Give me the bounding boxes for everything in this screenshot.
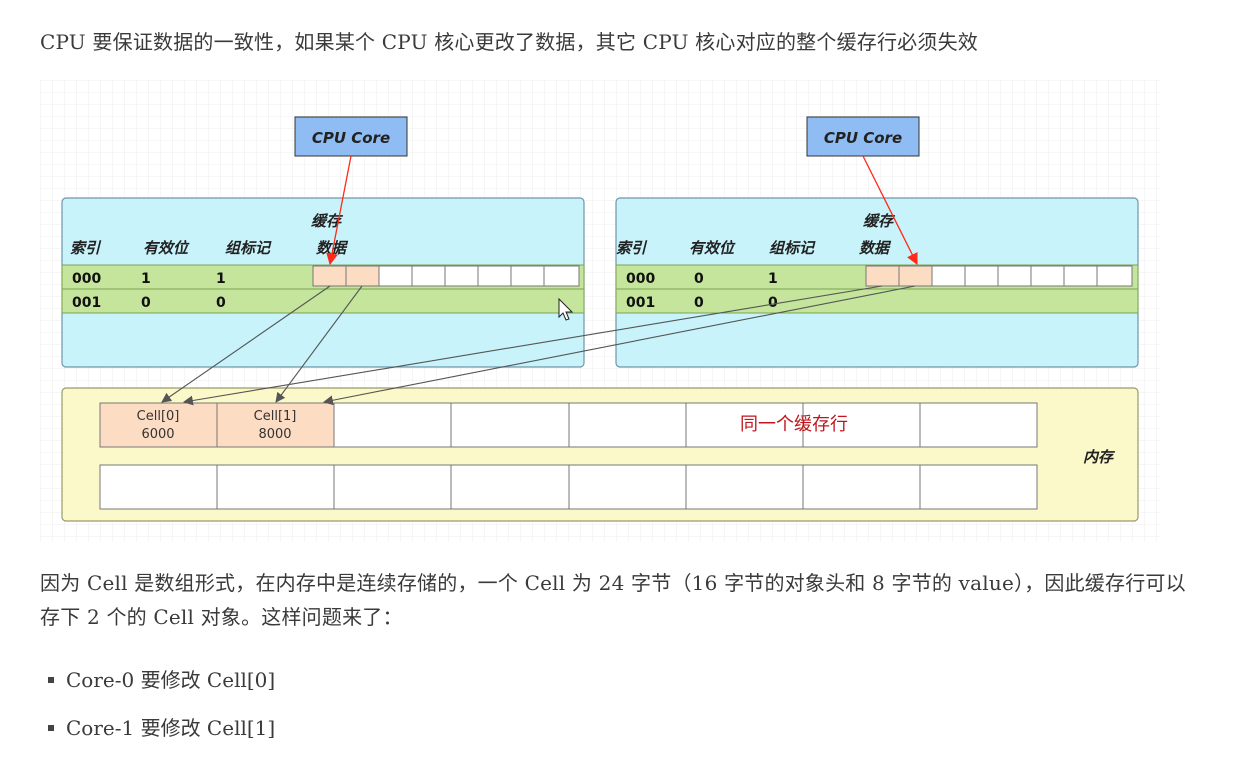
right-cache-to-cell1-arrow [323, 285, 916, 406]
bullet-text-core0: Core-0 要修改 Cell[0] [66, 668, 276, 692]
same-cache-line-label: 同一个缓存行 [740, 414, 848, 435]
cell0-value: 6000 [141, 427, 174, 442]
left-row1-tag: 0 [216, 295, 226, 311]
memory-block: Cell[0] 6000 Cell[1] 8000 同一个缓存行 内存 [61, 387, 1139, 522]
bullet-item-core1: Core-1 要修改 Cell[1] [48, 712, 275, 741]
intro-text: CPU 要保证数据的一致性，如果某个 CPU 核心更改了数据，其它 CPU 核心… [40, 30, 978, 54]
left-cache-to-cell0-arrow [161, 285, 331, 403]
left-row0-valid: 1 [141, 271, 151, 287]
core-left-to-cache-arrow [326, 155, 352, 266]
right-cache-to-cell0-arrow [183, 285, 883, 406]
cache-right-title: 缓存 [863, 212, 896, 230]
cache-left-title: 缓存 [311, 212, 344, 230]
cpu-core-right: CPU Core [806, 116, 920, 157]
cache-coherence-diagram: CPU Core CPU Core 缓存 索引 有效位 组标记 数据 000 1… [40, 80, 1160, 542]
bullet-dot-icon [48, 724, 54, 731]
bullet-text-core1: Core-1 要修改 Cell[1] [66, 716, 276, 740]
left-cache-to-cell1-arrow [275, 285, 363, 403]
header-valid: 有效位 [689, 239, 736, 257]
header-tag: 组标记 [225, 239, 272, 257]
right-row0-tag: 1 [768, 271, 778, 287]
bullet-item-core0: Core-0 要修改 Cell[0] [48, 664, 275, 693]
cell1-name: Cell[1] [254, 409, 297, 424]
header-tag: 组标记 [769, 239, 816, 257]
right-row1-index: 001 [626, 295, 655, 311]
cache-left: 缓存 索引 有效位 组标记 数据 000 1 1 001 0 0 [61, 197, 585, 368]
cpu-core-left: CPU Core [294, 116, 408, 157]
left-row1-index: 001 [72, 295, 101, 311]
header-valid: 有效位 [143, 239, 190, 257]
right-row1-valid: 0 [694, 295, 704, 311]
right-row1-tag: 0 [768, 295, 778, 311]
left-row0-index: 000 [72, 271, 101, 287]
header-index: 索引 [70, 239, 102, 257]
left-row0-tag: 1 [216, 271, 226, 287]
cache-right: 缓存 索引 有效位 组标记 数据 000 0 1 001 0 0 [615, 197, 1139, 368]
right-row0-index: 000 [626, 271, 655, 287]
left-row1-valid: 0 [141, 295, 151, 311]
cpu-core-left-label: CPU Core [312, 129, 390, 147]
cache-left-row-001 [61, 288, 585, 314]
bullet-dot-icon [48, 676, 54, 683]
explanation-text: 因为 Cell 是数组形式，在内存中是连续存储的，一个 Cell 为 24 字节… [40, 571, 1186, 629]
memory-cell-0 [99, 402, 218, 448]
cpu-core-right-label: CPU Core [824, 129, 902, 147]
core-right-to-cache-arrow [862, 155, 918, 266]
cell1-value: 8000 [258, 427, 291, 442]
memory-label: 内存 [1083, 448, 1116, 466]
right-row0-valid: 0 [694, 271, 704, 287]
mouse-cursor-icon [558, 297, 574, 321]
cell0-name: Cell[0] [137, 409, 180, 424]
header-data: 数据 [859, 239, 892, 257]
header-index: 索引 [616, 239, 648, 257]
